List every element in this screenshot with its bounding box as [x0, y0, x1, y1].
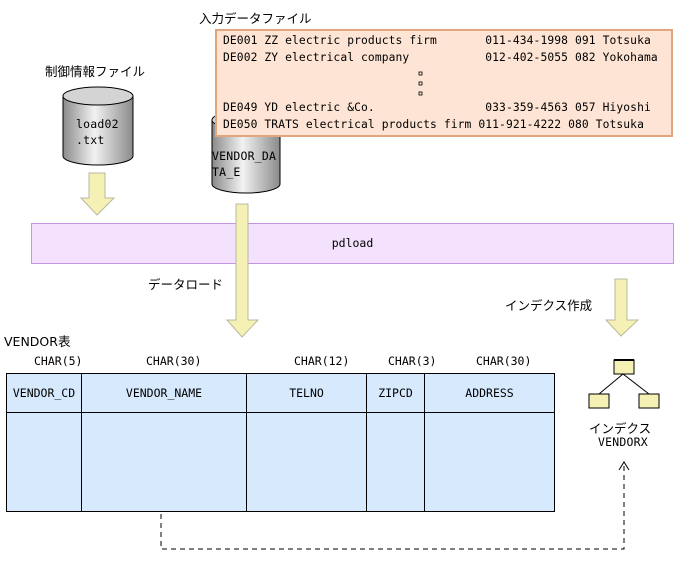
table-row [6, 412, 555, 512]
pdload-label: pdload [331, 236, 374, 250]
table-cell [424, 412, 555, 512]
index-creation-label: インデクス作成 [505, 298, 593, 313]
index-name-label: VENDORX [598, 435, 648, 449]
column-type-vendor-name: CHAR(30) [146, 354, 202, 368]
index-creation-arrow-icon [604, 278, 640, 337]
column-type-address: CHAR(30) [476, 354, 532, 368]
column-header-zipcd: ZIPCD [366, 373, 425, 413]
input-data-file-box: DE001 ZZ electric products firm 011-434-… [215, 29, 673, 137]
column-header-telno: TELNO [246, 373, 367, 413]
column-type-zipcd: CHAR(3) [388, 354, 437, 368]
control-file-arrow-icon [79, 172, 116, 216]
table-cell [246, 412, 367, 512]
index-tree-icon [588, 359, 660, 409]
column-header-vendor-name: VENDOR_NAME [81, 373, 247, 413]
control-file-name-line1: load02 [76, 117, 119, 131]
data-load-arrow-icon [225, 203, 260, 338]
table-cell [366, 412, 425, 512]
vendor-table: VENDOR_CD VENDOR_NAME TELNO ZIPCD ADDRES… [6, 373, 555, 512]
table-cell [6, 412, 82, 512]
data-load-label: データロード [148, 277, 224, 292]
data-row: DE050 TRATS electrical products firm 011… [223, 118, 644, 131]
data-file-name-line1: VENDOR_DA [212, 149, 277, 163]
data-row: DE001 ZZ electric products firm 011-434-… [223, 34, 651, 47]
vertical-ellipsis-icon [418, 71, 423, 96]
pdload-utility-box: pdload [31, 223, 674, 264]
column-type-vendor-cd: CHAR(5) [34, 354, 83, 368]
table-cell [81, 412, 247, 512]
connector-arrowhead-icon [618, 461, 630, 471]
control-file-cylinder-icon [62, 86, 134, 166]
data-row: DE002 ZY electrical company 012-402-5055… [223, 51, 658, 64]
index-label-jp: インデクス [589, 421, 652, 436]
control-file-name-line2: .txt [76, 133, 105, 147]
data-file-name-line2: TA_E [212, 165, 241, 179]
data-row: DE049 YD electric &Co. 033-359-4563 057 … [223, 101, 651, 114]
control-info-file-label: 制御情報ファイル [45, 64, 146, 79]
column-type-telno: CHAR(12) [294, 354, 350, 368]
input-data-file-label: 入力データファイル [199, 11, 312, 26]
table-name-label: VENDOR表 [4, 334, 71, 349]
